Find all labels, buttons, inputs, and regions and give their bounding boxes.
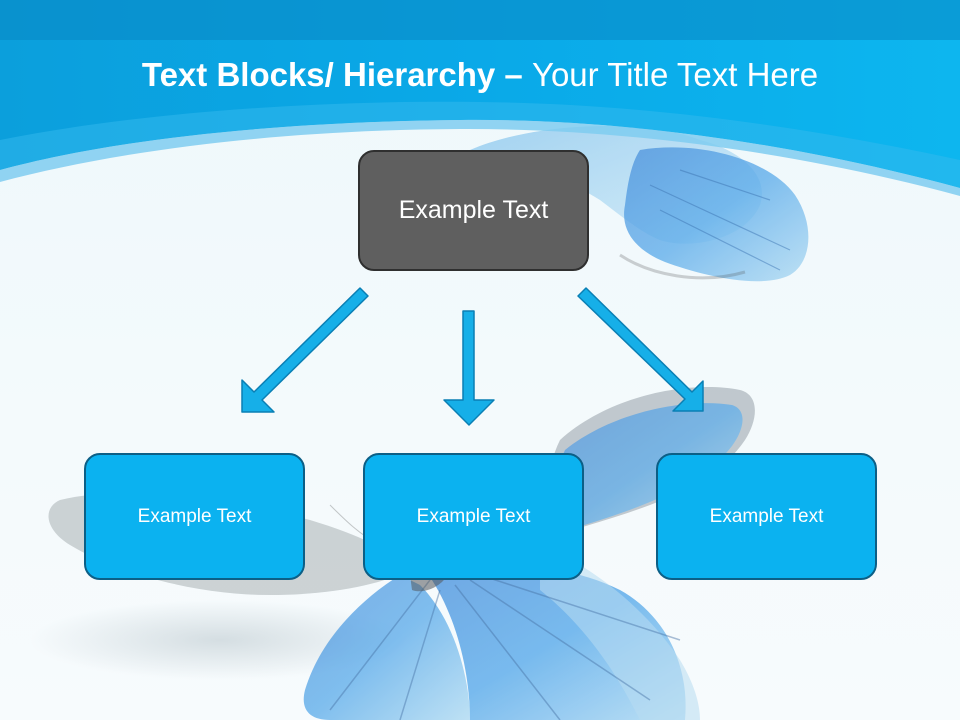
child-node-label: Example Text <box>416 505 531 527</box>
child-node-left: Example Text <box>84 453 305 580</box>
child-node-middle: Example Text <box>363 453 584 580</box>
title-separator: – <box>495 56 532 93</box>
slide-title: Text Blocks/ Hierarchy – Your Title Text… <box>0 52 960 98</box>
child-node-right: Example Text <box>656 453 877 580</box>
butterfly-illustration <box>48 387 755 720</box>
title-bold-text: Text Blocks/ Hierarchy <box>141 56 496 93</box>
title-rest-text: Your Title Text Here <box>531 56 819 93</box>
child-node-label: Example Text <box>709 505 824 527</box>
child-node-label: Example Text <box>137 505 252 527</box>
top-node: Example Text <box>358 150 589 271</box>
top-node-label: Example Text <box>398 196 549 224</box>
